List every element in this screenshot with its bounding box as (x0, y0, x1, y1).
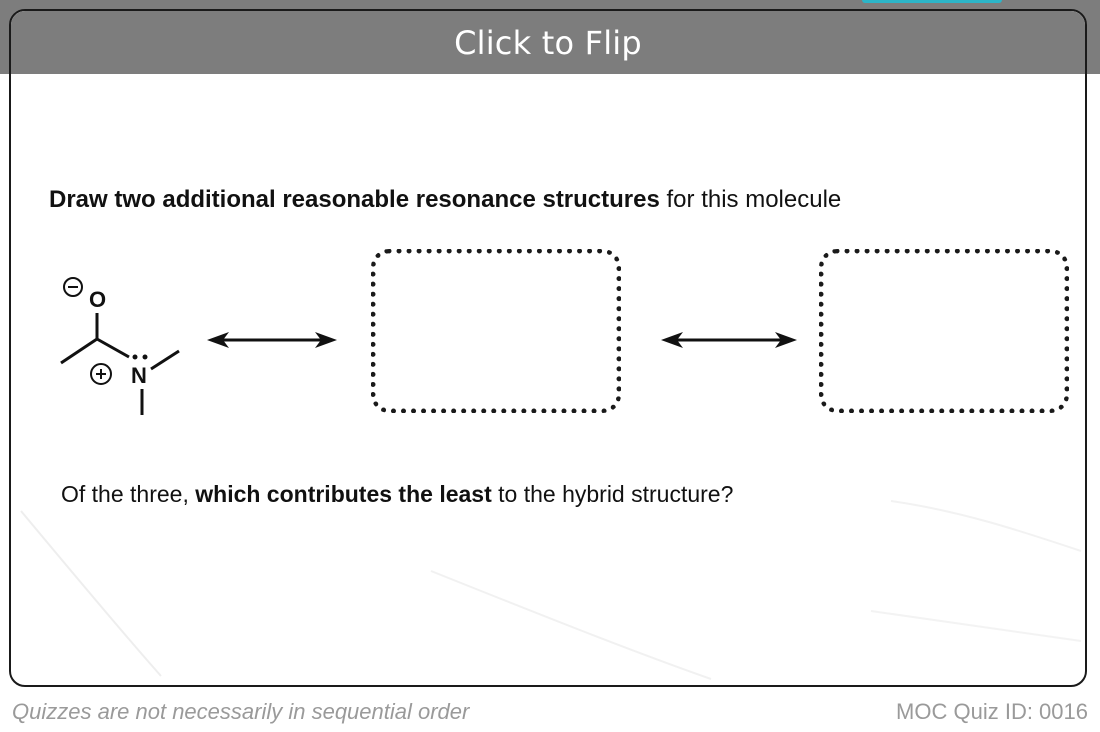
flashcard[interactable]: Click to Flip Draw two additional reason… (9, 9, 1087, 687)
negative-charge-icon (63, 277, 83, 297)
resonance-arrow-1 (207, 332, 337, 348)
question-rest: for this molecule (659, 186, 842, 213)
oxygen-label: O (89, 287, 106, 312)
quiz-id: MOC Quiz ID: 0016 (896, 699, 1088, 724)
flip-button-label: Click to Flip (454, 23, 642, 62)
answer-box-1[interactable] (371, 249, 621, 413)
subquestion-bold: which contributes the least (195, 481, 492, 507)
resonance-arrow-2 (661, 332, 797, 348)
subquestion-pre: Of the three, (61, 481, 196, 507)
sequence-note: Quizzes are not necessarily in sequentia… (12, 699, 470, 724)
answer-box-2[interactable] (819, 249, 1069, 413)
top-tab-edge[interactable] (862, 0, 1002, 3)
subquestion-text: Of the three, which contributes the leas… (61, 481, 733, 508)
subquestion-post: to the hybrid structure? (491, 481, 734, 507)
question-bold: Draw two additional reasonable resonance… (49, 186, 660, 213)
nitrogen-label: N (131, 363, 147, 388)
flip-button[interactable]: Click to Flip (11, 11, 1085, 74)
positive-charge-icon (90, 363, 112, 385)
question-text: Draw two additional reasonable resonance… (49, 186, 841, 214)
starting-molecule: O N (60, 277, 180, 415)
